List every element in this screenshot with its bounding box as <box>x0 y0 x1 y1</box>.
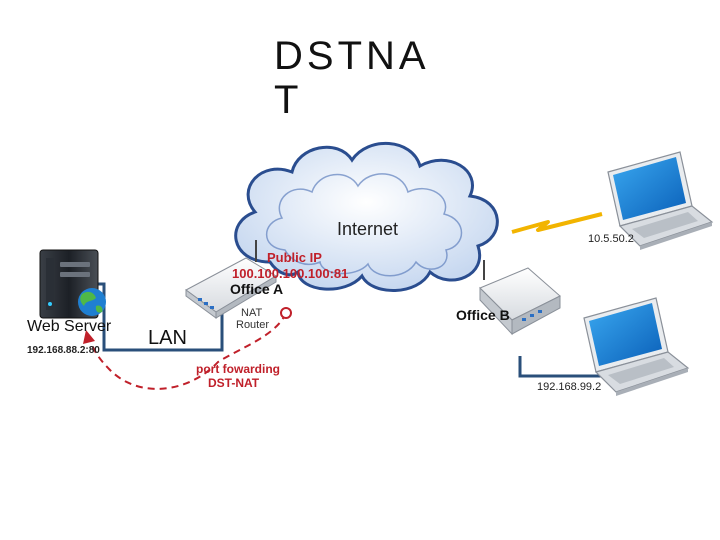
laptop-wired-icon <box>583 297 690 396</box>
office-b-cable <box>518 356 604 378</box>
public-ip-label: Public IP <box>267 250 322 265</box>
laptop-wired-address: 192.168.99.2 <box>537 381 602 393</box>
web-server-icon <box>39 249 106 319</box>
annotation-line1: port fowarding <box>196 362 280 376</box>
web-server-address: 192.168.88.2:80 <box>27 345 100 356</box>
arrow-head-icon <box>83 330 95 344</box>
office-b-label: Office B <box>456 307 510 323</box>
lan-cable <box>98 282 224 352</box>
laptop-wireless-icon <box>607 151 714 250</box>
web-server-label: Web Server <box>27 318 112 335</box>
nat-label: NAT <box>241 307 263 319</box>
wireless-link <box>511 212 603 234</box>
public-ip-address: 100.100.100.100:81 <box>232 266 349 281</box>
office-b-router-icon <box>479 260 561 336</box>
internet-cloud <box>234 141 499 292</box>
slide-title: DSTNAT <box>274 34 430 122</box>
annotation-line2: DST-NAT <box>208 376 260 390</box>
lan-label: LAN <box>148 327 187 349</box>
laptop-wireless-address: 10.5.50.2 <box>588 233 634 245</box>
internet-label: Internet <box>337 219 399 239</box>
port-forwarding-origin <box>280 307 292 319</box>
office-a-router-icon <box>185 240 277 319</box>
office-a-label: Office A <box>230 281 284 297</box>
port-forwarding-arc <box>89 312 287 390</box>
router-label: Router <box>236 319 270 331</box>
